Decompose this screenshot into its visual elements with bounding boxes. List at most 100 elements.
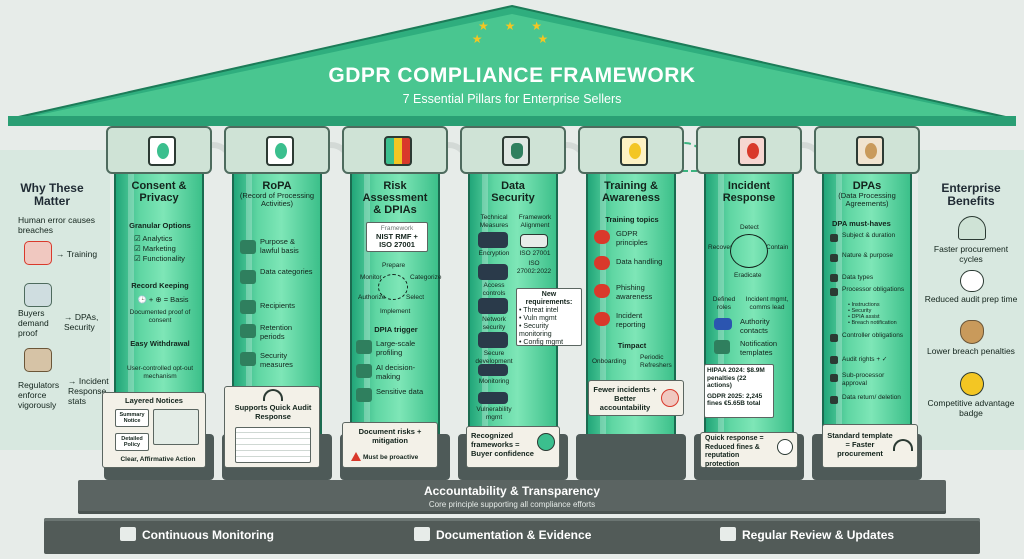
pillar-line: Incident reporting (616, 311, 646, 329)
card-title: Recognized frameworks = Buyer confidence (471, 431, 534, 458)
gavel-icon (24, 348, 52, 372)
right-panel: Enterprise Benefits (918, 150, 1024, 450)
pillar-subtitle: (Record of Processing Activities) (239, 191, 315, 208)
list-bullet-icon (830, 334, 838, 342)
cycle-step: Prepare (382, 262, 406, 269)
pillar-line: Audit rights + ✓ (842, 356, 888, 363)
pillar-title-main: DPAs (852, 180, 882, 192)
roof (8, 4, 1016, 126)
database-icon (594, 256, 610, 270)
pillar-cap (224, 126, 330, 174)
pillar-line: Monitoring (478, 378, 510, 385)
eu-stars-icon: ★ ★ ★★ ★ (471, 19, 555, 46)
pillar-title: Data Security (491, 180, 535, 204)
hook-icon (594, 284, 610, 298)
pillar-title: DPAs (Data Processing Agreements) (822, 180, 912, 208)
pillar-card: Recognized frameworks = Buyer confidence (466, 426, 560, 468)
pillar-line: Timpact (617, 341, 647, 350)
alignment-item: ISO 27002:2022 (516, 260, 552, 275)
code-icon (478, 332, 508, 348)
pillar-line: Documented proof of consent (129, 309, 191, 324)
pillar-card: Document risks + mitigation Must be proa… (342, 422, 438, 468)
spreadsheet-image (235, 427, 311, 463)
pillar-risk: Risk Assessment & DPIAs Framework NIST R… (340, 126, 450, 480)
folder-icon (240, 270, 256, 284)
pillar-line: Periodic Refreshers (640, 354, 672, 369)
card-item: Detailed Policy (115, 433, 149, 451)
pillar-cap (696, 126, 802, 174)
pillar-line: Network security (482, 316, 506, 331)
cycle-ring (378, 274, 408, 300)
cycle-step: Recover (708, 244, 733, 251)
list-item: Human error causes breaches (18, 215, 96, 235)
card-item: Clear, Affirmative Action (120, 456, 196, 463)
bug-icon (478, 392, 508, 404)
page-title: GDPR COMPLIANCE FRAMEWORK (328, 64, 696, 87)
pillar-line: Purpose & lawful basis (260, 237, 299, 255)
brain-icon (356, 364, 372, 378)
requirement-item: • Vuln mgmt (519, 315, 557, 322)
pillar-line: Record Keeping (131, 281, 189, 290)
camera-icon (120, 527, 136, 541)
page-subtitle: 7 Essential Pillars for Enterprise Selle… (402, 92, 622, 106)
pillar-incident: Incident Response Detect Contain Eradica… (694, 126, 804, 480)
pillar-line: GDPR principles (616, 229, 648, 247)
pillar-line: Granular Options (129, 221, 191, 230)
pillar-line: Phishing awareness (616, 283, 653, 301)
pillar-line: • Security (848, 308, 872, 314)
pillar-card: Standard template = Faster procurement (822, 424, 918, 468)
refresh-document-icon (266, 136, 294, 166)
pillar-title: RoPA (Record of Processing Activities) (232, 180, 322, 208)
book-icon (594, 230, 610, 244)
pillar-title-main: RoPA (262, 180, 292, 192)
pillar-line: Authority contacts (740, 317, 770, 335)
framework-label: Framework (380, 225, 414, 232)
pillar-line: Recipients (260, 301, 296, 310)
pillar-title: Incident Response (722, 180, 776, 204)
warning-icon (351, 452, 361, 461)
lightbulb-teacher-icon (620, 136, 648, 166)
pillar-line: • Breach notification (848, 320, 897, 326)
eu-flag-icon (714, 318, 732, 330)
shield-icon (356, 388, 372, 402)
step-continuous-monitoring: Continuous Monitoring (120, 527, 274, 542)
cycle-step: Detect (740, 224, 759, 231)
gauge-icon (263, 389, 283, 401)
handshake-document-icon (856, 136, 884, 166)
siren-icon (738, 136, 766, 166)
step-label: Continuous Monitoring (142, 528, 274, 542)
foundation-subtitle: Core principle supporting all compliance… (428, 500, 596, 509)
iso-badge (520, 234, 548, 248)
pillar-cap (342, 126, 448, 174)
foundation-title: Accountability & Transparency (423, 484, 601, 498)
pillar-line: Data handling (616, 257, 663, 266)
pillar-line: Subject & duration (842, 232, 896, 239)
foundation-steps: Continuous Monitoring Documentation & Ev… (44, 518, 980, 554)
pillar-title: Training & Awareness (602, 180, 660, 204)
cycle-step: Categorize (410, 274, 442, 281)
network-icon (478, 298, 508, 314)
list-bullet-icon (830, 234, 838, 242)
calendar-check-icon (720, 527, 736, 541)
list-item: Regulators enforce vigorously (18, 380, 60, 410)
pillar-line: Training topics (605, 215, 659, 224)
bell-icon (714, 340, 730, 354)
list-bullet-icon (830, 288, 838, 296)
pillar-line: Retention periods (260, 323, 293, 341)
step-label: Documentation & Evidence (436, 528, 592, 542)
card-image (153, 409, 199, 445)
list-item: Lower breach penalties (927, 346, 1015, 356)
award-icon (537, 433, 555, 451)
pillar-cap (578, 126, 684, 174)
alert-icon (594, 312, 610, 326)
step-label: Regular Review & Updates (742, 528, 895, 542)
left-panel: Why These Matter (0, 150, 110, 450)
risk-matrix-icon (384, 136, 412, 166)
cycle-step: Implement (380, 308, 411, 315)
list-bullet-icon (830, 274, 838, 282)
pillar-line: DPA must-haves (832, 219, 891, 228)
card-title: Quick response = Reduced fines & reputat… (705, 435, 764, 468)
left-panel-title: Why These Matter (20, 181, 84, 208)
right-panel-title: Enterprise Benefits (941, 181, 1001, 208)
card-title: Standard template = Faster procurement (827, 431, 893, 458)
